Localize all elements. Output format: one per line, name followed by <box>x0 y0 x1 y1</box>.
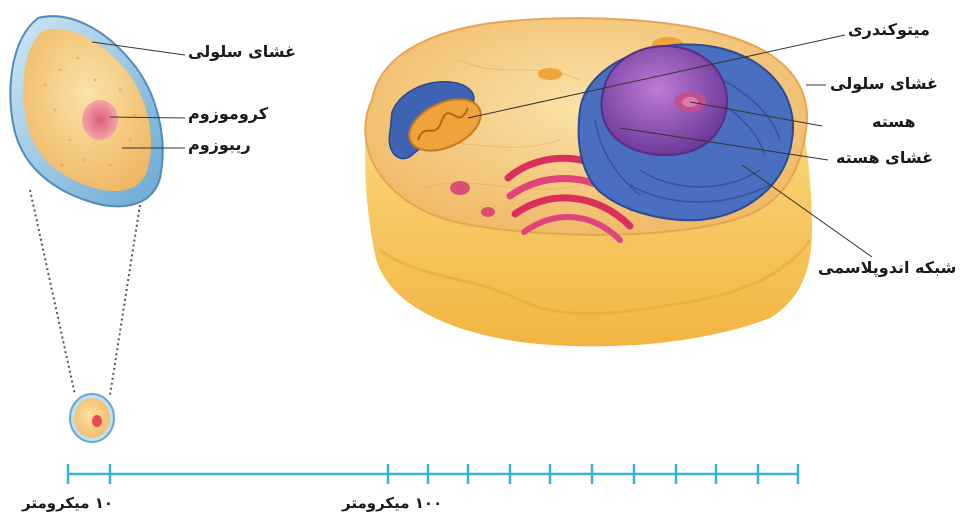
zoom-lines <box>30 190 140 395</box>
mitochondria-label: میتوکندری <box>848 22 930 38</box>
eukaryote-membrane-label: غشای سلولی <box>830 76 938 92</box>
prokaryote-membrane-label: غشای سلولی <box>188 44 296 60</box>
eukaryote-cell <box>365 18 812 346</box>
nuclear-envelope-label: غشای هسته <box>836 150 933 166</box>
lysosome <box>481 207 495 217</box>
lysosome <box>450 181 470 195</box>
nucleus-label: هسته <box>872 114 916 130</box>
prokaryote-cell <box>10 16 162 206</box>
scale-label-10: ۱۰ میکرومتر <box>22 496 113 511</box>
prokaryote-chromosome <box>82 100 118 140</box>
scale-bar <box>68 464 798 484</box>
scale-label-100: ۱۰۰ میکرومتر <box>342 496 442 511</box>
prokaryote-small <box>70 394 114 442</box>
vesicle <box>538 68 562 80</box>
prokaryote-ribosome-label: ریبوزوم <box>188 137 251 153</box>
er-label: شبکه اندوپلاسمی <box>818 260 956 276</box>
nucleus <box>602 46 727 155</box>
prokaryote-chromosome-label: کروموزوم <box>188 106 268 122</box>
